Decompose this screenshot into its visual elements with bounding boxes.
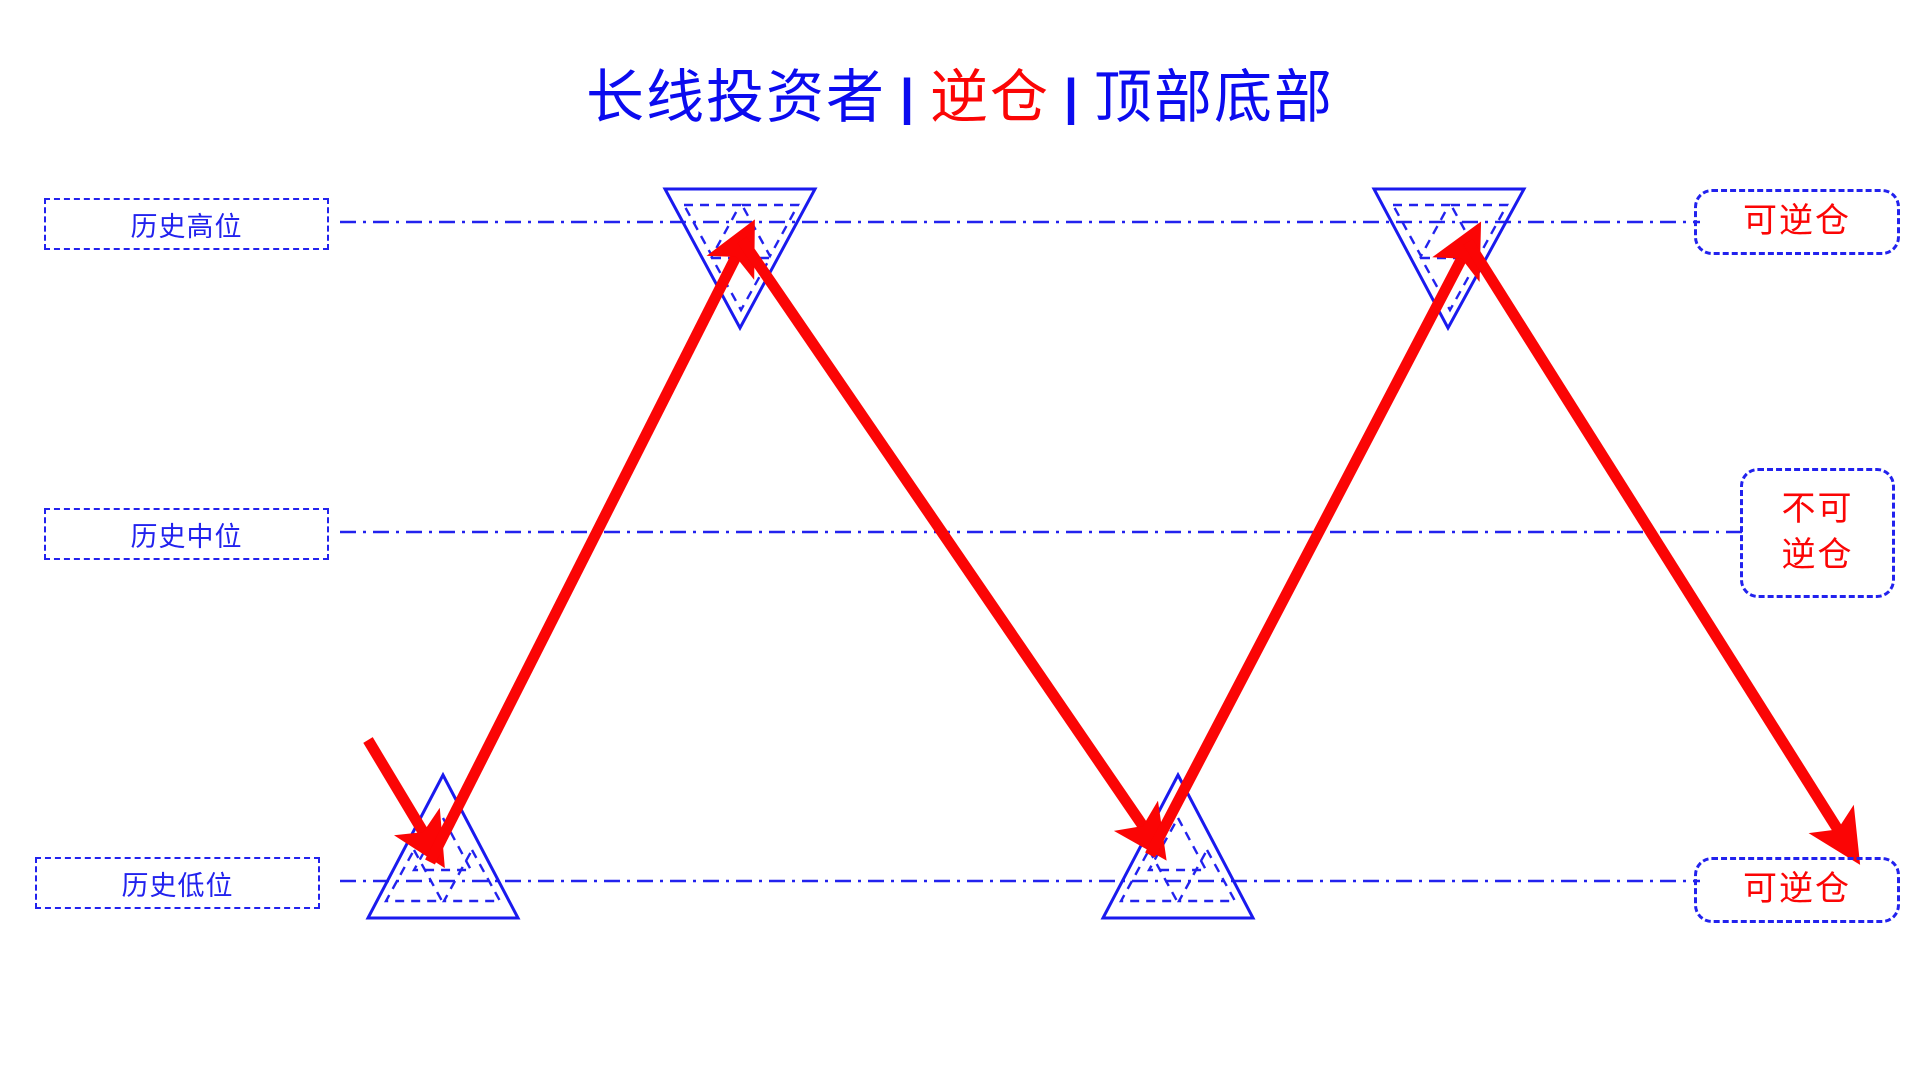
title-part-2: 逆仓 [929, 65, 1050, 130]
title-part-3: 顶部底部 [1094, 65, 1335, 130]
action-label-top-reversible: 可逆仓 [1694, 189, 1900, 255]
action-label-mid-line1: 不可 [1781, 491, 1854, 528]
action-label-top-line1: 可逆仓 [1743, 203, 1851, 240]
level-label-high-text: 历史高位 [130, 211, 243, 242]
price-path [363, 219, 1861, 869]
level-label-low-text: 历史低位 [121, 870, 234, 901]
level-guide-lines [340, 220, 1745, 883]
level-label-low: 历史低位 [35, 857, 320, 909]
level-label-mid: 历史中位 [44, 508, 329, 560]
action-label-bottom-line1: 可逆仓 [1743, 871, 1851, 908]
action-label-bottom-reversible: 可逆仓 [1694, 857, 1900, 923]
action-label-mid-line2: 逆仓 [1781, 537, 1854, 574]
title-separator-1: | [899, 69, 916, 125]
action-label-mid-irreversible: 不可 逆仓 [1740, 468, 1895, 598]
page-title: 长线投资者|逆仓|顶部底部 [0, 62, 1920, 136]
path-segment-5-down [1463, 239, 1861, 865]
path-segment-4-up [1145, 221, 1482, 858]
level-label-mid-text: 历史中位 [130, 521, 243, 552]
title-part-1: 长线投资者 [585, 65, 886, 130]
level-label-high: 历史高位 [44, 198, 329, 250]
marker-peak-2 [1371, 187, 1527, 332]
title-separator-2: | [1064, 69, 1080, 125]
path-segment-2-up [425, 219, 755, 865]
path-segment-3-down [737, 236, 1167, 861]
path-segment-1-down [363, 737, 445, 869]
